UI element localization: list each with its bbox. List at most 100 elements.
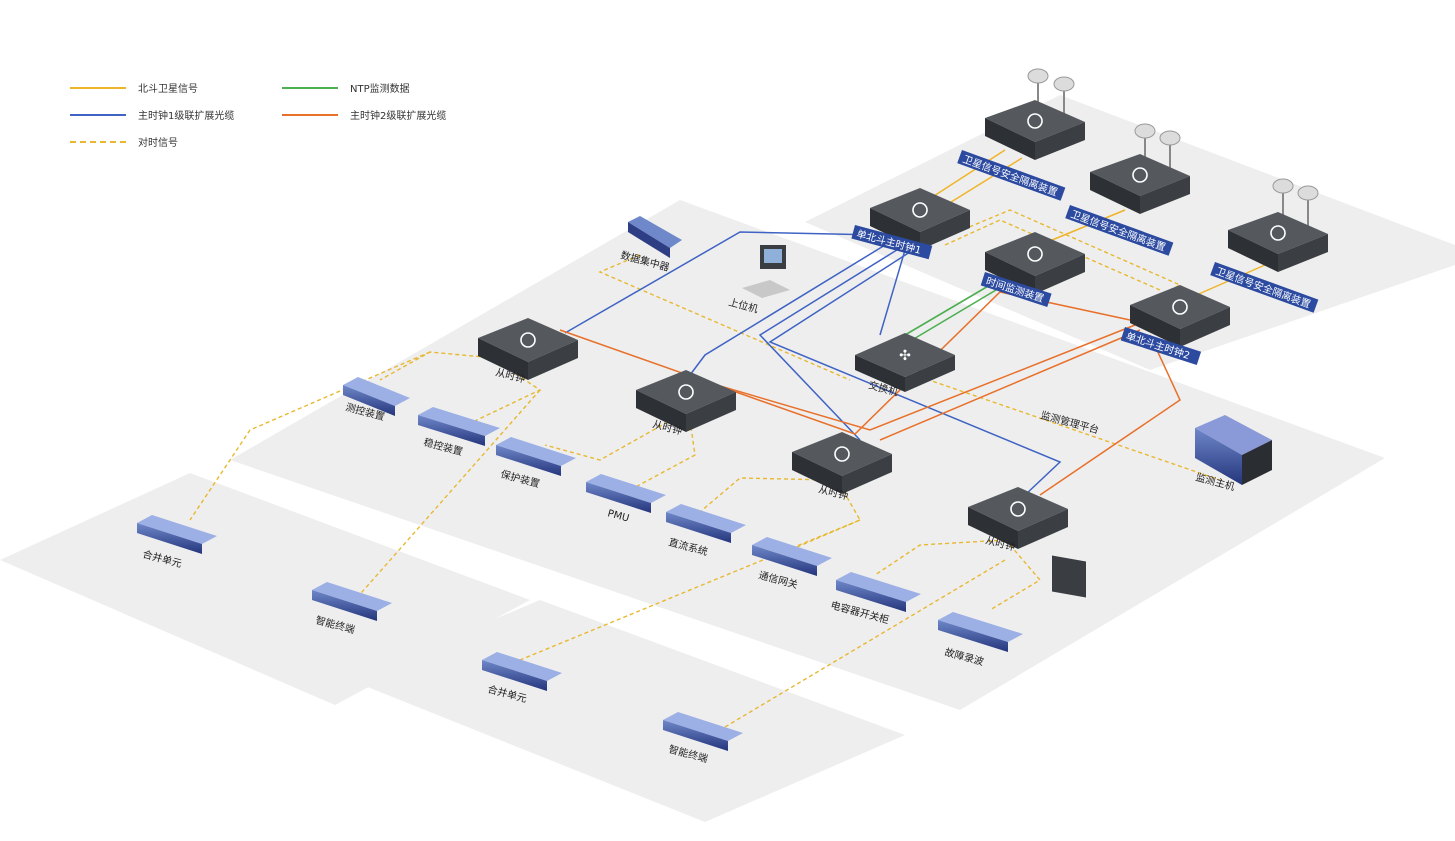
level1-lines <box>564 231 1062 496</box>
capacitor-cabinet-device[interactable] <box>836 572 921 612</box>
level1-to-slave1 <box>564 231 881 334</box>
legend-label-timing: 对时信号 <box>138 138 178 149</box>
slave-clock-3[interactable] <box>792 432 892 494</box>
label-pmu: PMU <box>606 508 630 524</box>
dc-system-device[interactable] <box>666 504 746 543</box>
stability-ctrl-device[interactable] <box>418 407 500 446</box>
legend-item-ntp: NTP监测数据 <box>282 80 410 95</box>
concentrator-top <box>628 216 682 248</box>
isolation-device-2[interactable] <box>1090 123 1190 214</box>
slave2-side <box>686 392 736 432</box>
level2-to-slave3 <box>879 329 1141 441</box>
platform-bottom-center <box>350 600 905 822</box>
clock-icon <box>834 446 850 462</box>
legend-item-level2: 主时钟2级联扩展光缆 <box>282 107 446 122</box>
device-front <box>752 545 817 576</box>
monitor-host-top <box>1195 415 1272 455</box>
data-concentrator-device[interactable] <box>628 216 682 258</box>
merge-unit-2-device[interactable] <box>482 652 562 691</box>
master-clock-2[interactable] <box>1130 285 1230 347</box>
timing-line-slave4-a <box>874 539 1006 576</box>
timing-line-slave2-b <box>629 419 696 491</box>
slave3-side <box>842 454 892 494</box>
timing-line-slave2-a <box>544 414 681 461</box>
device-top <box>663 712 743 741</box>
ntp-line-2 <box>911 289 997 341</box>
isolation-top-2 <box>1090 154 1190 196</box>
legend-line-timing <box>70 140 126 143</box>
device-front <box>343 385 395 416</box>
legend-label-level2: 主时钟2级联扩展光缆 <box>350 111 447 122</box>
device-top <box>666 504 746 533</box>
host-pc-display <box>764 249 782 263</box>
level1-to-switch <box>879 249 906 336</box>
antenna-dome-1a <box>1027 68 1049 84</box>
shield-icon <box>1270 225 1286 241</box>
monitor-host-device[interactable] <box>1195 415 1272 485</box>
tag-bg <box>1210 262 1319 313</box>
time-monitor-device[interactable] <box>985 232 1085 294</box>
host-pc-device[interactable] <box>742 245 790 298</box>
smart-terminal-1-device[interactable] <box>312 582 392 621</box>
device-top <box>312 582 392 611</box>
legend-item-timing: 对时信号 <box>70 134 178 149</box>
level2-to-slave4 <box>1039 334 1181 496</box>
device-top <box>752 537 832 566</box>
device-front <box>312 590 377 621</box>
antenna-dome-2a <box>1134 123 1156 139</box>
master1-side <box>920 210 970 250</box>
protection-device[interactable] <box>496 437 576 476</box>
platform-bottom-left <box>0 473 530 705</box>
concentrator-front <box>628 222 670 258</box>
device-front <box>482 660 547 691</box>
tag-bg <box>851 225 933 260</box>
merge-unit-1-device[interactable] <box>137 515 217 554</box>
timing-line-merge1 <box>189 351 431 521</box>
slave-clock-1[interactable] <box>478 318 578 380</box>
timing-line-slave3-a <box>699 477 831 513</box>
monitor-platform-device[interactable] <box>1052 555 1086 598</box>
antenna-dome-1b <box>1053 76 1075 92</box>
isolation-side-1 <box>1035 122 1085 160</box>
isolation-device-3[interactable] <box>1228 178 1328 272</box>
antenna-dome-2b <box>1159 130 1181 146</box>
slave1-front <box>478 338 528 380</box>
level2-to-slave2 <box>699 324 1136 431</box>
measure-ctrl-device[interactable] <box>343 377 410 416</box>
tag-bg <box>1065 205 1174 256</box>
slave4-side <box>1018 509 1068 549</box>
legend: 北斗卫星信号 NTP监测数据 主时钟1级联扩展光缆 主时钟2级联扩展光缆 对时信… <box>70 80 490 150</box>
device-top <box>938 612 1023 642</box>
isolation-top-1 <box>985 100 1085 142</box>
comm-gateway-device[interactable] <box>752 537 832 576</box>
pmu-device[interactable] <box>586 474 666 513</box>
device-front <box>836 580 906 612</box>
timing-line-concentrator <box>598 254 851 381</box>
monitor-host-front <box>1195 428 1242 485</box>
switch-device[interactable]: ✣ <box>855 333 955 392</box>
timing-lines <box>189 209 1221 731</box>
fault-recorder-device[interactable] <box>938 612 1023 652</box>
time-monitor-side <box>1035 254 1085 294</box>
smart-terminal-2-device[interactable] <box>663 712 743 751</box>
beidou-line-3 <box>1039 209 1126 246</box>
level1-to-slave4 <box>768 251 1062 496</box>
tag-bg <box>980 272 1052 307</box>
slave-clock-4[interactable] <box>968 487 1068 549</box>
isolation-front-3 <box>1228 230 1278 272</box>
legend-line-beidou <box>70 86 126 89</box>
device-top <box>343 377 410 406</box>
clock-icon <box>1010 501 1026 517</box>
legend-item-beidou: 北斗卫星信号 <box>70 80 198 95</box>
isolation-device-1[interactable] <box>985 68 1085 160</box>
timing-line-slave3-b <box>789 484 861 551</box>
clock-icon <box>1027 246 1043 262</box>
switch-icon: ✣ <box>899 348 911 364</box>
device-top <box>836 572 921 602</box>
legend-line-level1 <box>70 113 126 116</box>
slave-clock-2[interactable] <box>636 370 736 432</box>
device-top <box>586 474 666 503</box>
master2-side <box>1180 307 1230 347</box>
